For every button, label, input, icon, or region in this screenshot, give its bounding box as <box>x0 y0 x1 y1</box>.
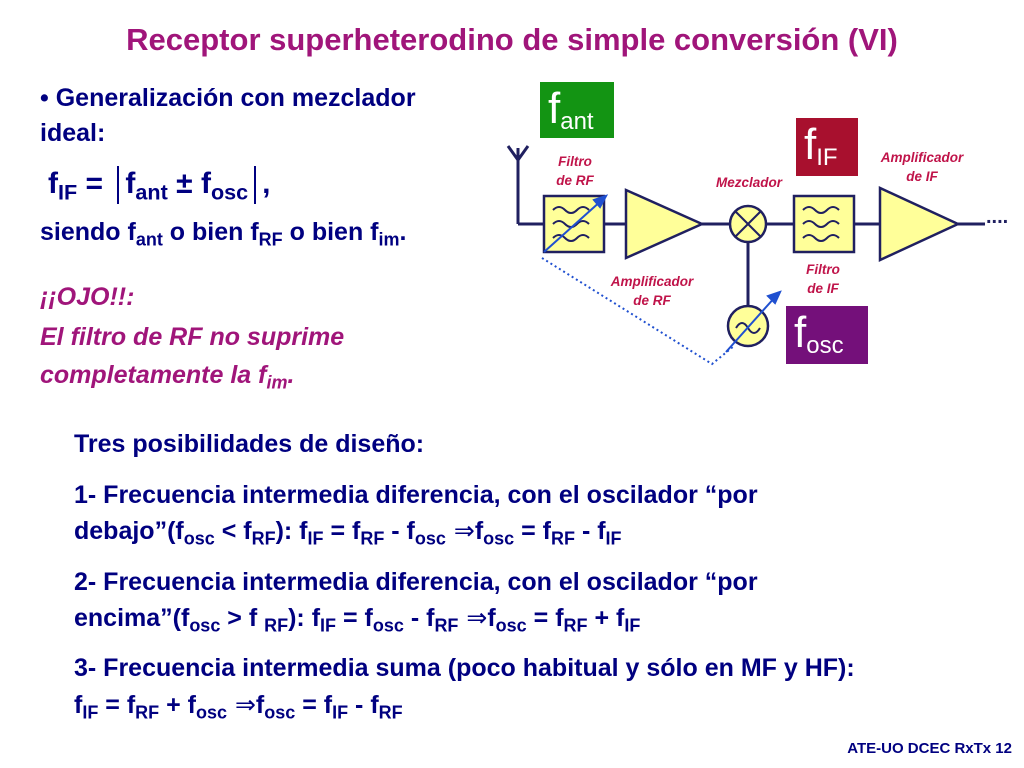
rf-amplifier-triangle <box>624 188 706 260</box>
f-osc-box: fosc <box>786 306 868 364</box>
ojo-heading: ¡¡OJO!!: <box>40 283 135 311</box>
option-2-line-1: 2- Frecuencia intermedia diferencia, con… <box>74 568 758 596</box>
option-1-line-1: 1- Frecuencia intermedia diferencia, con… <box>74 481 758 509</box>
slide-footer: ATE-UO DCEC RxTx 12 <box>847 740 1012 757</box>
mixer-icon <box>728 204 768 244</box>
abs-bar-left <box>117 166 120 205</box>
formula-fif: fIF = fant ± fosc, <box>48 166 271 205</box>
signal-path <box>518 222 985 306</box>
tuning-arrow-rf-icon <box>543 194 609 253</box>
siendo-line: siendo fant o bien fRF o bien fim. <box>40 218 407 250</box>
slide-title: Receptor superheterodino de simple conve… <box>126 22 898 57</box>
intro-line-2: ideal: <box>40 119 106 147</box>
bullet: • <box>40 84 49 112</box>
label-mezclador: Mezclador <box>715 175 783 190</box>
output-continuation: .... <box>986 206 1009 228</box>
tuning-arrow-osc-icon <box>725 290 782 353</box>
implies-arrow: ⇒ <box>445 516 475 545</box>
implies-arrow: ⇒ <box>458 603 488 632</box>
options-header: Tres posibilidades de diseño: <box>74 430 425 458</box>
option-2-line-2: encima”(fosc > f RF): fIF = fosc - fRF ⇒… <box>74 603 641 636</box>
intro-line-1: • Generalización con mezclador <box>40 84 416 113</box>
option-3-line-2: fIF = fRF + fosc ⇒fosc = fIF - fRF <box>74 690 403 723</box>
intro-text-1: Generalización con mezclador <box>55 84 416 112</box>
if-filter-block <box>792 194 856 254</box>
f-ant-box: fant <box>540 82 614 138</box>
antenna-icon <box>506 145 530 224</box>
abs-bar-right <box>254 166 257 205</box>
option-3-line-1: 3- Frecuencia intermedia suma (poco habi… <box>74 654 855 682</box>
if-amplifier-triangle <box>878 186 961 262</box>
ganged-tuning-link <box>541 257 735 366</box>
warning-line-2: completamente la fim. <box>40 361 295 393</box>
f-if-box: fIF <box>796 118 858 176</box>
implies-arrow: ⇒ <box>227 690 256 719</box>
warning-line-1: El filtro de RF no suprime <box>40 323 345 351</box>
option-1-line-2: debajo”(fosc < fRF): fIF = fRF - fosc ⇒f… <box>74 516 622 549</box>
